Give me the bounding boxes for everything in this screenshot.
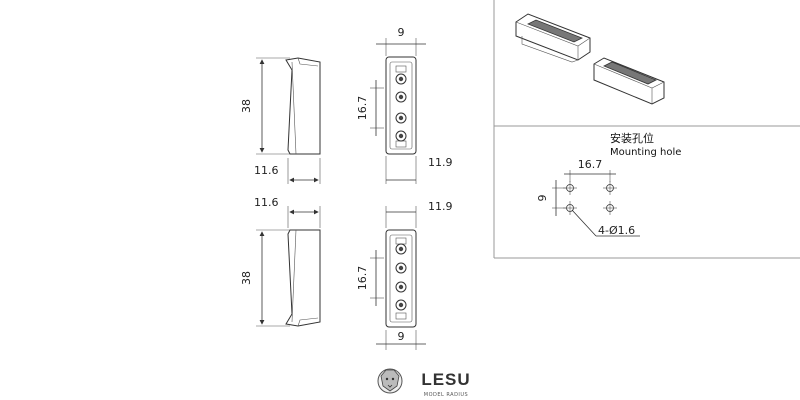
dim-front-total-bottom: 11.9 bbox=[428, 200, 453, 213]
brand-name: LESU bbox=[421, 370, 470, 389]
dim-mount-spacing-y: 9 bbox=[536, 195, 549, 202]
front-body-bottom bbox=[385, 229, 417, 328]
front-view-top: 9 16.7 11.9 bbox=[356, 26, 453, 184]
hole-column-bottom bbox=[395, 243, 407, 311]
front-body-top bbox=[385, 56, 417, 155]
side-profile-bottom bbox=[285, 229, 321, 327]
front-view-bottom: 11.9 16.7 9 bbox=[356, 200, 453, 350]
dim-front-spacing-bottom: 16.7 bbox=[356, 266, 369, 291]
lion-head-icon bbox=[377, 368, 403, 394]
dim-front-width-bottom: 9 bbox=[398, 330, 405, 343]
isometric-part-1 bbox=[515, 13, 591, 63]
dim-side-height-top: 38 bbox=[240, 99, 253, 113]
isometric-part-2 bbox=[593, 57, 665, 105]
dim-front-width-top: 9 bbox=[398, 26, 405, 39]
dim-side-depth-bottom: 11.6 bbox=[254, 196, 279, 209]
mounting-title-cn: 安装孔位 bbox=[610, 131, 654, 145]
right-panel: 安装孔位 Mounting hole 16.7 9 4-Ø1.6 bbox=[493, 0, 800, 259]
side-view-bottom: 11.6 38 bbox=[240, 196, 321, 327]
hole-column-top bbox=[395, 73, 407, 142]
brand-tagline: MODEL RADIUS bbox=[424, 392, 468, 398]
side-profile-top bbox=[285, 57, 321, 155]
mounting-hole-pattern: 16.7 9 4-Ø1.6 bbox=[536, 158, 640, 237]
dim-mount-spacing-x: 16.7 bbox=[578, 158, 603, 171]
side-view-top: 38 11.6 bbox=[240, 57, 321, 184]
brand-logo: LESU MODEL RADIUS bbox=[377, 368, 470, 398]
dim-side-height-bottom: 38 bbox=[240, 271, 253, 285]
dim-front-spacing-top: 16.7 bbox=[356, 96, 369, 121]
dim-side-depth-top: 11.6 bbox=[254, 164, 279, 177]
mounting-title-en: Mounting hole bbox=[610, 147, 681, 158]
dim-front-total-top: 11.9 bbox=[428, 156, 453, 169]
dim-mount-holes: 4-Ø1.6 bbox=[598, 224, 635, 237]
